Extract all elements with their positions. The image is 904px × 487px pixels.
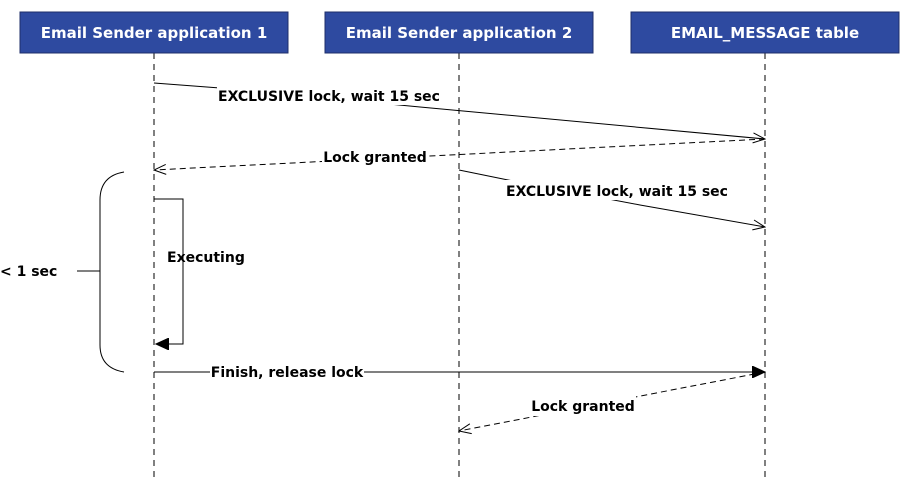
duration-annotation: < 1 sec	[0, 264, 57, 280]
participant-app1: Email Sender application 1	[19, 11, 289, 54]
participant-app2: Email Sender application 2	[324, 11, 594, 54]
participant-email-message-table-label: EMAIL_MESSAGE table	[671, 24, 859, 42]
participant-app2-label: Email Sender application 2	[346, 24, 573, 42]
self-call-executing	[154, 198, 184, 344]
message-app1-lock-granted-label: Lock granted	[323, 150, 427, 166]
message-app2-lock-request-label: EXCLUSIVE lock, wait 15 sec	[506, 184, 728, 200]
message-app1-lock-request-label: EXCLUSIVE lock, wait 15 sec	[218, 89, 440, 105]
message-finish-release-label: Finish, release lock	[211, 365, 364, 381]
message-app1-lock-granted	[154, 138, 766, 170]
self-call-executing-label: Executing	[167, 250, 245, 266]
message-app2-lock-granted-label: Lock granted	[531, 399, 635, 415]
participant-app1-label: Email Sender application 1	[41, 24, 268, 42]
duration-brace	[99, 171, 125, 373]
participant-email-message-table: EMAIL_MESSAGE table	[630, 11, 900, 54]
